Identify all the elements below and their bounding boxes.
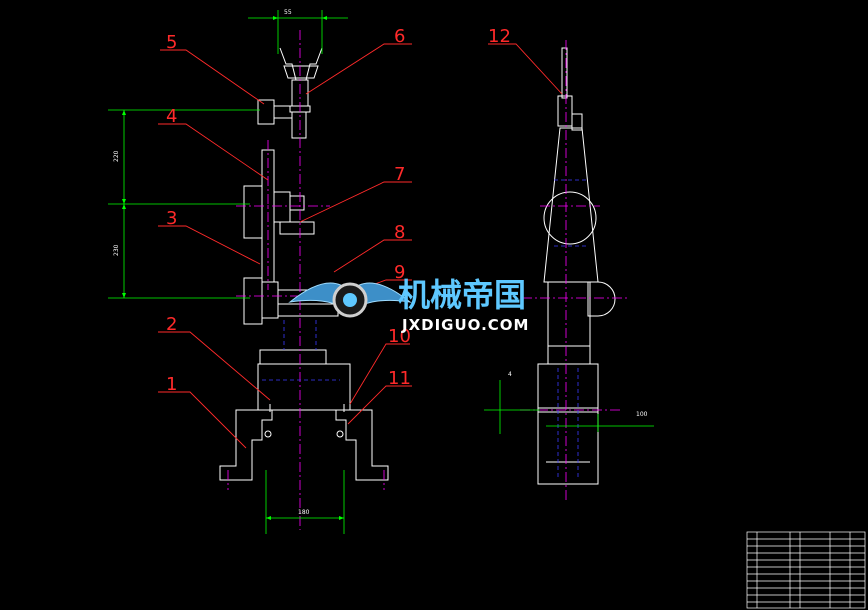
side-waist-cap	[547, 345, 591, 365]
callout-1: 1	[166, 374, 177, 395]
base-foot-right	[335, 409, 389, 481]
gripper-finger-right	[302, 47, 323, 81]
gripper-jaw	[283, 65, 319, 79]
elbow-shaft	[289, 195, 305, 211]
dim-base-width: 180	[298, 509, 310, 516]
dim-side-small: 4	[508, 371, 512, 378]
callout-3: 3	[166, 208, 177, 229]
side-wrist-motor	[571, 113, 583, 131]
watermark-latin: JXDIGUO.COM	[401, 316, 529, 334]
callout-9: 9	[394, 262, 405, 283]
callout-11: 11	[388, 368, 411, 389]
callout-6: 6	[394, 26, 405, 47]
side-base	[537, 363, 599, 485]
front-centerlines	[227, 30, 385, 530]
dim-top-width: 55	[284, 9, 292, 16]
callout-5: 5	[166, 32, 177, 53]
side-view	[537, 47, 616, 485]
side-centerlines	[520, 40, 628, 500]
callout-leaders	[158, 43, 563, 449]
gear-hub	[343, 293, 357, 307]
base-foot-left	[219, 409, 273, 481]
callout-10: 10	[388, 326, 411, 347]
side-gripper	[561, 47, 568, 99]
dim-lower-height: 230	[113, 244, 120, 256]
elbow-pin	[279, 221, 315, 235]
callout-4: 4	[166, 106, 177, 127]
side-shoulder	[547, 281, 591, 347]
dim-side-width: 100	[636, 411, 648, 418]
dimension-arrows	[122, 16, 344, 520]
shoulder-plate	[243, 277, 263, 325]
side-wrist	[557, 95, 573, 127]
side-arm	[543, 127, 599, 283]
watermark-logo	[288, 282, 412, 318]
front-view	[219, 47, 389, 481]
parts-list-table	[746, 531, 866, 609]
callout-8: 8	[394, 222, 405, 243]
shoulder-hub	[261, 281, 279, 319]
gripper-finger-left	[279, 47, 300, 81]
elbow-plate	[243, 185, 263, 239]
side-hidden-lines	[554, 179, 586, 480]
front-hidden-lines	[262, 320, 340, 381]
callout-7: 7	[394, 164, 405, 185]
callout-12: 12	[488, 26, 511, 47]
watermark-chinese: 机械帝国	[398, 276, 526, 314]
bolt	[336, 430, 344, 438]
front-dimensions	[108, 10, 348, 534]
side-dimensions	[484, 380, 654, 434]
callout-2: 2	[166, 314, 177, 335]
wrist-block	[291, 111, 307, 139]
wrist-motor	[257, 99, 275, 125]
side-elbow-joint	[543, 191, 597, 245]
waist-housing	[257, 363, 351, 411]
dim-upper-height: 220	[113, 150, 120, 162]
bolt	[264, 430, 272, 438]
elbow-hub	[273, 191, 291, 223]
side-shoulder-cap	[587, 281, 616, 317]
waist-cap	[259, 349, 327, 365]
